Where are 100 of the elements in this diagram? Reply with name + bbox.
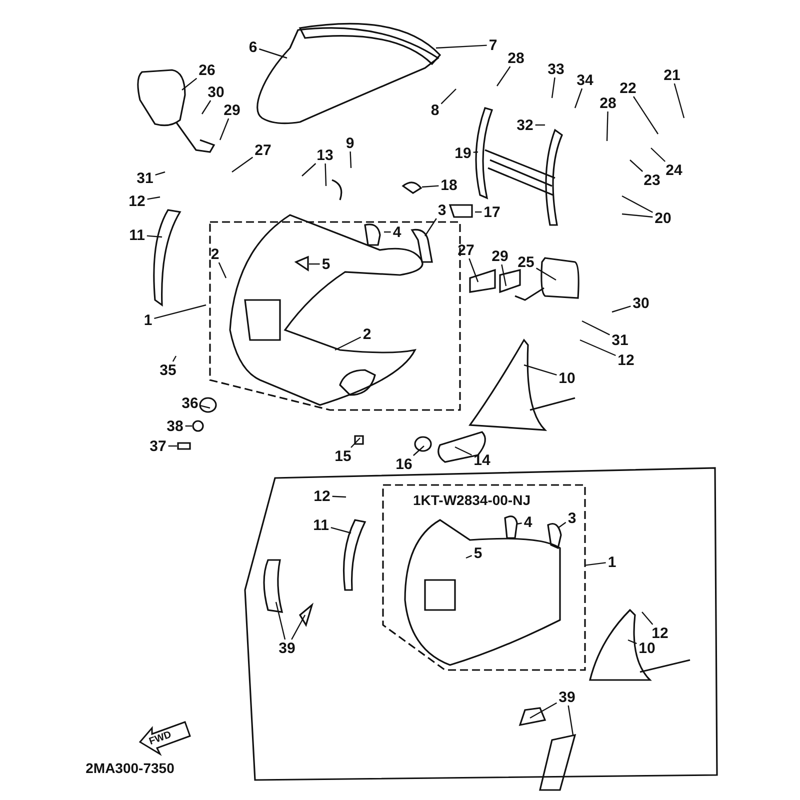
callout-number: 39 [556, 688, 578, 706]
leader-line [674, 83, 685, 118]
callout-number: 3 [436, 202, 448, 218]
leader-line [350, 151, 352, 168]
callout-number: 12 [312, 488, 332, 504]
leader-line [440, 88, 456, 104]
callout-number: 31 [610, 332, 630, 348]
leader-line [612, 306, 631, 313]
callout-number: 1 [606, 554, 618, 570]
callout-number: 5 [472, 544, 484, 562]
callout-number: 27 [252, 142, 274, 158]
callout-number: 35 [158, 362, 178, 378]
leader-line [291, 614, 306, 640]
callout-number: 14 [472, 452, 492, 468]
leader-line [330, 527, 352, 534]
leader-line [202, 100, 212, 114]
leader-line [468, 258, 479, 282]
leader-line [259, 48, 288, 59]
leader-line [606, 111, 608, 142]
callout-number: 3 [566, 510, 578, 526]
callout-number: 19 [452, 144, 474, 162]
callout-number: 10 [556, 370, 578, 386]
leader-line [516, 522, 522, 525]
leader-line [454, 446, 472, 456]
leader-line [302, 163, 316, 176]
leader-line [275, 602, 286, 640]
leader-line [172, 356, 177, 362]
leader-line [200, 405, 210, 409]
callout-number: 18 [438, 176, 460, 194]
callout-number: 2 [208, 246, 222, 262]
direction-label: FWD [146, 728, 174, 750]
leader-line [436, 44, 487, 49]
kit-boundary [383, 485, 585, 670]
callout-number: 5 [320, 256, 332, 272]
callout-number: 11 [311, 516, 331, 534]
leader-line [413, 446, 424, 456]
leader-line [622, 213, 653, 218]
leader-line [466, 555, 472, 559]
leader-line [628, 639, 637, 644]
leader-line [475, 211, 482, 213]
leader-line [501, 264, 507, 286]
callout-number: 2 [360, 326, 374, 342]
callout-number: 4 [522, 514, 534, 530]
callout-number: 24 [664, 162, 684, 178]
callout-number: 30 [206, 84, 226, 100]
callout-number: 17 [482, 204, 502, 220]
callout-number: 11 [127, 226, 147, 244]
part-number: 1KT-W2834-00-NJ [413, 493, 530, 508]
callout-number: 7 [486, 36, 500, 54]
callout-number: 36 [180, 394, 200, 412]
leader-line [332, 496, 346, 498]
leader-line [650, 148, 666, 162]
callout-number: 8 [428, 102, 442, 118]
callout-number: 25 [516, 254, 536, 270]
callout-number: 10 [636, 640, 658, 656]
leader-line [630, 160, 643, 172]
callout-number: 33 [546, 60, 566, 78]
callout-number: 37 [148, 438, 168, 454]
leader-line [146, 235, 162, 238]
leader-line [154, 304, 206, 319]
leader-line [642, 612, 654, 625]
callout-number: 29 [222, 102, 242, 118]
leader-line [496, 66, 511, 86]
leader-line [558, 522, 566, 528]
leader-line [622, 195, 653, 213]
callout-number: 32 [514, 116, 536, 134]
leader-line [535, 124, 545, 126]
callout-number: 12 [126, 192, 148, 210]
diagram-code: 2MA300-7350 [86, 760, 174, 776]
leader-line [155, 171, 166, 176]
leader-line [350, 438, 360, 448]
leader-line [580, 339, 616, 356]
leader-line [633, 96, 658, 134]
callout-number: 34 [574, 72, 596, 88]
leader-line [185, 425, 192, 427]
leader-line [182, 78, 198, 90]
leader-line [324, 163, 327, 186]
leader-line [232, 156, 254, 172]
callout-number: 30 [630, 294, 652, 312]
callout-number: 31 [134, 170, 156, 186]
leader-line [384, 231, 391, 233]
callout-number: 23 [642, 172, 662, 188]
leader-line [582, 320, 610, 336]
callout-number: 28 [506, 50, 526, 66]
callout-number: 4 [390, 224, 404, 240]
leader-line [551, 77, 556, 98]
leader-line [584, 562, 606, 566]
callout-number: 21 [662, 66, 682, 84]
callout-number: 28 [598, 94, 618, 112]
callout-number: 12 [650, 624, 670, 642]
callout-number: 1 [142, 312, 154, 328]
callout-number: 15 [332, 448, 354, 464]
leader-line [219, 118, 230, 140]
callout-number: 38 [164, 418, 186, 434]
callout-number: 22 [618, 80, 638, 96]
leader-line [424, 218, 437, 236]
callout-number: 29 [490, 248, 510, 264]
callout-number: 6 [246, 38, 260, 56]
callout-number: 9 [344, 134, 356, 152]
leader-line [168, 445, 177, 447]
